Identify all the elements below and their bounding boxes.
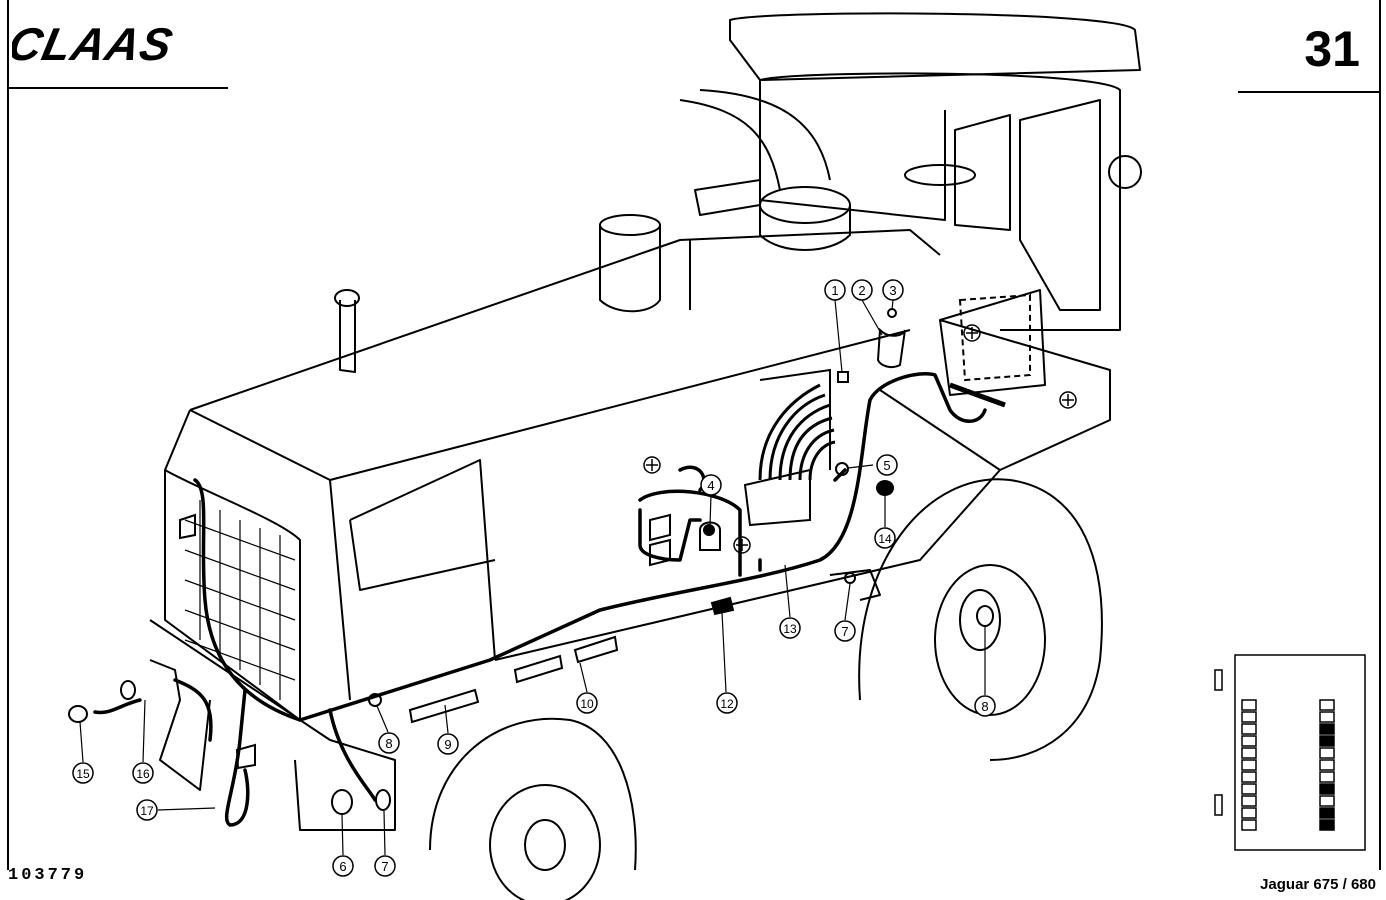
- callout-10: 10: [576, 692, 598, 714]
- callout-markers: 1 2 3 4 5 6 7: [72, 279, 996, 877]
- callout-13: 13: [779, 617, 801, 639]
- callout-9: 9: [437, 733, 459, 755]
- callout-7-rear: 7: [834, 620, 856, 642]
- callout-label: 8: [981, 699, 988, 714]
- callout-leaders: [79, 299, 986, 856]
- callout-label: 15: [76, 767, 90, 781]
- callout-label: 7: [841, 624, 848, 639]
- callout-label: 2: [858, 283, 865, 298]
- callout-1: 1: [824, 279, 846, 301]
- document-number: 103779: [8, 866, 88, 885]
- callout-label: 12: [720, 697, 734, 711]
- callout-17: 17: [136, 799, 158, 821]
- callout-12: 12: [716, 692, 738, 714]
- callout-8-rear: 8: [974, 695, 996, 717]
- small-parts: [68, 308, 994, 815]
- callout-3: 3: [882, 279, 904, 301]
- callout-label: 16: [136, 767, 150, 781]
- claas-logo: CLAAS: [12, 20, 178, 66]
- model-name: Jaguar 675 / 680: [1260, 876, 1376, 893]
- callout-label: 6: [339, 859, 346, 874]
- wiring-harness: [93, 372, 987, 827]
- callout-label: 3: [889, 283, 896, 298]
- callout-7-front: 7: [374, 855, 396, 877]
- callout-label: 1: [831, 283, 838, 298]
- harvester-body-outline: [149, 12, 1142, 900]
- callout-16: 16: [132, 762, 154, 784]
- callout-label: 13: [783, 622, 797, 636]
- callout-label: 7: [381, 859, 388, 874]
- callout-6: 6: [332, 855, 354, 877]
- frame-lines: [7, 0, 1381, 870]
- page-number: 31: [1304, 21, 1360, 77]
- callout-label: 9: [444, 737, 451, 752]
- callout-label: 10: [580, 697, 594, 711]
- callout-4: 4: [700, 474, 722, 496]
- connector-block: [179, 293, 1031, 770]
- callout-label: 14: [878, 532, 892, 546]
- fuse-panel-schematic: [1214, 654, 1366, 851]
- callout-15: 15: [72, 762, 94, 784]
- callout-label: 17: [140, 804, 154, 818]
- callout-14: 14: [874, 527, 896, 549]
- brand-wordmark: CLAAS: [12, 20, 178, 66]
- callout-label: 8: [385, 736, 392, 751]
- ground-symbols: [643, 324, 1077, 554]
- callout-5: 5: [876, 454, 898, 476]
- callout-label: 4: [707, 478, 714, 493]
- callout-8-front: 8: [378, 732, 400, 754]
- callout-label: 5: [883, 458, 890, 473]
- callout-2: 2: [851, 279, 873, 301]
